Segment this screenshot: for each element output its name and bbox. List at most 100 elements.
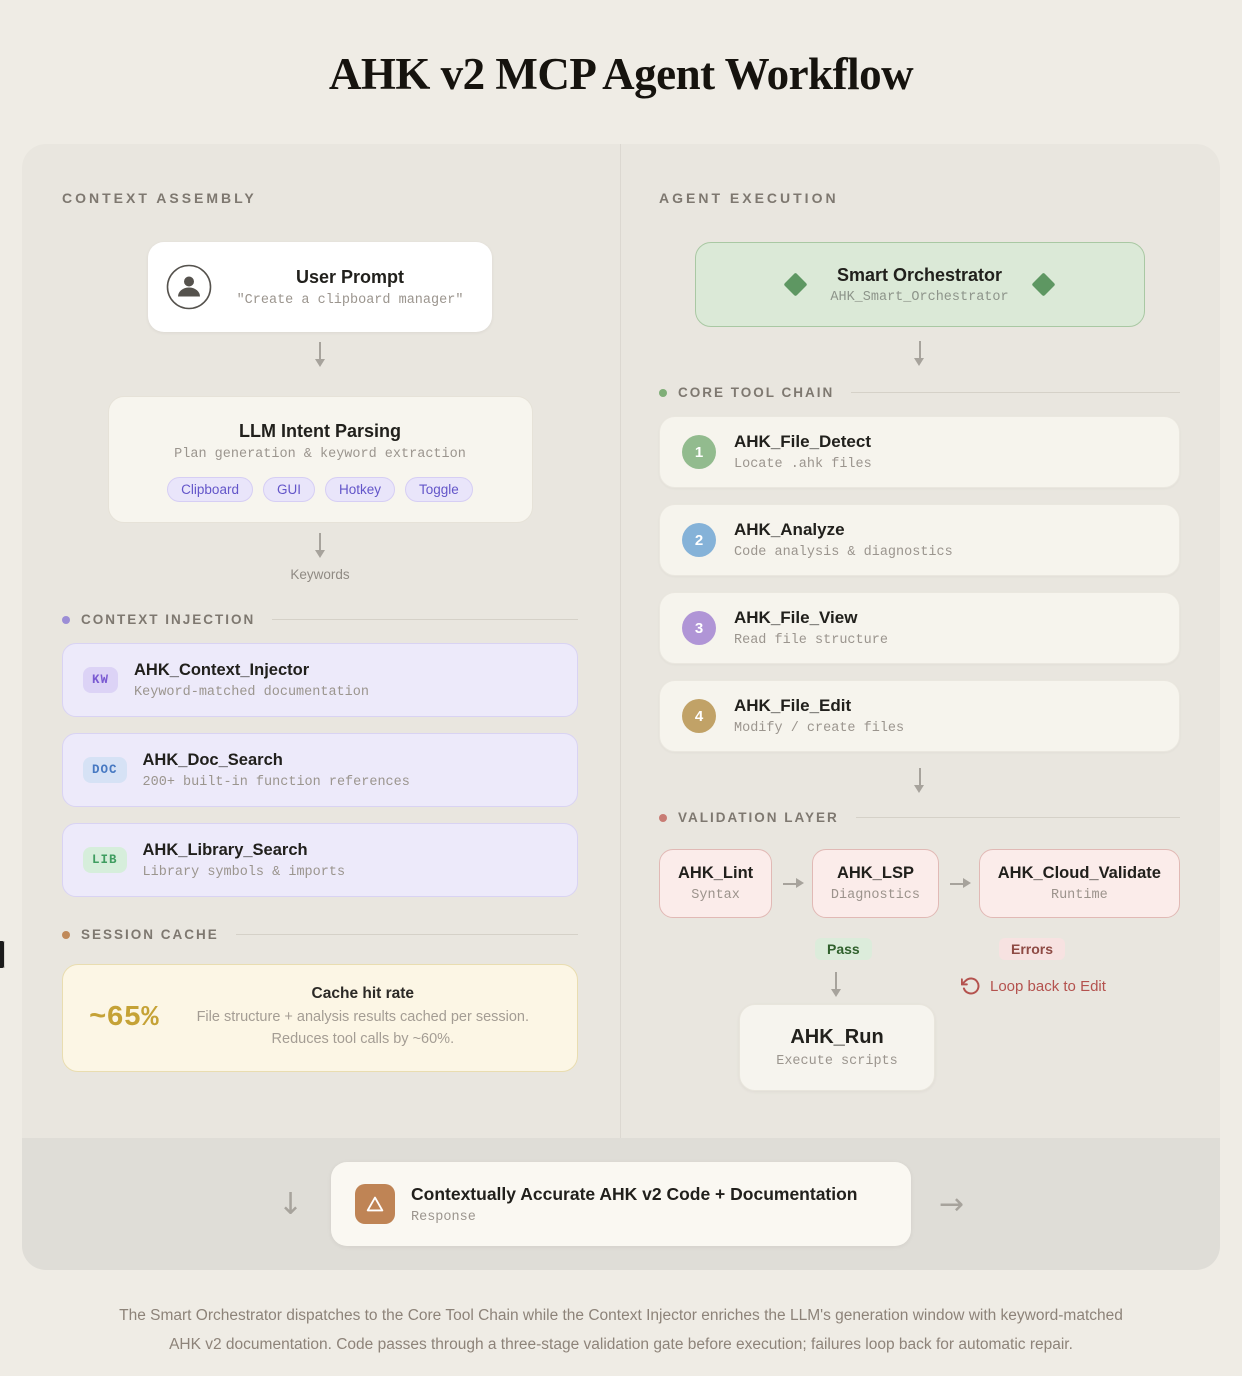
context-injector-card: KW AHK_Context_Injector Keyword-matched … <box>62 643 578 717</box>
arrow-down-icon <box>314 342 325 367</box>
tool-subtitle: Locate .ahk files <box>734 457 872 472</box>
section-dot-icon <box>659 813 667 822</box>
section-rule <box>855 817 1180 818</box>
tool-subtitle: Keyword-matched documentation <box>134 684 369 700</box>
diamond-icon <box>1031 272 1056 297</box>
agent-execution-column: AGENT EXECUTION Smart Orchestrator AHK_S… <box>621 144 1220 1138</box>
tool-subtitle: Code analysis & diagnostics <box>734 545 953 560</box>
section-label: SESSION CACHE <box>81 927 219 942</box>
output-banner: ↓ Contextually Accurate AHK v2 Code + Do… <box>22 1138 1220 1270</box>
tool-title: AHK_Cloud_Validate <box>997 864 1161 882</box>
tool-title: AHK_Analyze <box>734 520 845 539</box>
smart-orchestrator-card: Smart Orchestrator AHK_Smart_Orchestrato… <box>694 242 1145 327</box>
tool-subtitle: Execute scripts <box>776 1054 898 1069</box>
column-header-agent-execution: AGENT EXECUTION <box>659 190 839 206</box>
lsp-card: AHK_LSP Diagnostics <box>811 849 940 918</box>
tool-title: AHK_Context_Injector <box>134 660 310 679</box>
section-rule <box>272 619 578 620</box>
keyword-pill: Hotkey <box>324 477 396 502</box>
tool-subtitle: Syntax <box>691 888 740 903</box>
llm-card-subtitle: Plan generation & keyword extraction <box>174 447 466 462</box>
lint-card: AHK_Lint Syntax <box>659 849 773 918</box>
step-number-badge: 2 <box>682 523 716 557</box>
orchestrator-subtitle: AHK_Smart_Orchestrator <box>830 289 1009 305</box>
keyword-pill: Clipboard <box>167 477 253 502</box>
tool-title: AHK_Lint <box>678 864 754 882</box>
doc-badge: DOC <box>83 757 127 783</box>
lib-badge: LIB <box>83 847 127 873</box>
cache-line-2: Reduces tool calls by ~60%. <box>271 1030 455 1047</box>
user-prompt-card: User Prompt "Create a clipboard manager" <box>148 242 492 332</box>
section-dot-icon <box>62 930 70 939</box>
section-rule <box>235 934 578 935</box>
context-assembly-column: CONTEXT ASSEMBLY User Prompt "Create a c… <box>22 144 621 1138</box>
orchestrator-title: Smart Orchestrator <box>836 264 1003 285</box>
analyze-card: 2 AHK_Analyze Code analysis & diagnostic… <box>659 504 1180 576</box>
file-edit-card: 4 AHK_File_Edit Modify / create files <box>659 680 1180 752</box>
tool-title: AHK_LSP <box>836 864 914 882</box>
validation-row: AHK_Lint Syntax AHK_LSP Diagnostics AHK_… <box>659 849 1180 918</box>
response-card: Contextually Accurate AHK v2 Code + Docu… <box>331 1162 911 1246</box>
keyword-pill: Toggle <box>405 477 473 502</box>
keyword-pill-row: Clipboard GUI Hotkey Toggle <box>127 477 514 502</box>
tool-subtitle: 200+ built-in function references <box>142 774 410 790</box>
section-dot-icon <box>659 388 667 397</box>
diamond-icon <box>783 272 808 297</box>
run-card: AHK_Run Execute scripts <box>739 1004 935 1091</box>
session-cache-card: ~65% Cache hit rate File structure + ana… <box>62 964 578 1072</box>
tool-title: AHK_File_Detect <box>734 432 871 451</box>
tool-subtitle: Read file structure <box>734 633 888 648</box>
cache-line-1: File structure + analysis results cached… <box>196 1009 530 1025</box>
response-title: Contextually Accurate AHK v2 Code + Docu… <box>411 1183 858 1204</box>
validation-outcomes: Pass AHK_Run Execute scripts Errors Loop… <box>659 938 1180 1138</box>
arrow-right-icon: → <box>939 1186 965 1222</box>
errors-badge: Errors <box>999 938 1066 960</box>
rotate-ccw-icon <box>961 976 981 996</box>
footer-caption: The Smart Orchestrator dispatches to the… <box>119 1307 1123 1353</box>
step-number-badge: 4 <box>682 699 716 733</box>
keyword-pill: GUI <box>262 477 315 502</box>
library-search-card: LIB AHK_Library_Search Library symbols &… <box>62 823 578 897</box>
tool-subtitle: Library symbols & imports <box>142 864 346 880</box>
arrow-right-icon <box>783 878 805 888</box>
cache-hit-stat: ~65% <box>89 1001 159 1035</box>
screen-edge-artifact <box>0 941 5 968</box>
arrow-right-icon <box>949 878 971 888</box>
arrow-down-icon <box>314 533 325 558</box>
response-subtitle: Response <box>411 1209 476 1225</box>
arrow-down-icon: ↓ <box>277 1186 303 1222</box>
step-number-badge: 3 <box>682 611 716 645</box>
pass-badge: Pass <box>815 938 872 960</box>
section-label: CONTEXT INJECTION <box>81 612 256 627</box>
arrow-down-icon <box>914 341 924 366</box>
user-prompt-title: User Prompt <box>295 266 405 287</box>
cache-title: Cache hit rate <box>311 985 415 1002</box>
section-header-core-tool-chain: CORE TOOL CHAIN <box>659 385 1180 400</box>
keywords-label: Keywords <box>290 567 350 582</box>
section-label: VALIDATION LAYER <box>678 810 839 825</box>
llm-card-title: LLM Intent Parsing <box>239 421 401 441</box>
user-icon <box>166 264 212 310</box>
file-detect-card: 1 AHK_File_Detect Locate .ahk files <box>659 416 1180 488</box>
step-number-badge: 1 <box>682 435 716 469</box>
tool-subtitle: Runtime <box>1050 888 1108 903</box>
doc-search-card: DOC AHK_Doc_Search 200+ built-in functio… <box>62 733 578 807</box>
section-label: CORE TOOL CHAIN <box>678 385 835 400</box>
section-rule <box>851 392 1180 393</box>
tool-title: AHK_File_Edit <box>734 696 852 715</box>
delta-triangle-icon <box>355 1184 395 1224</box>
llm-intent-parsing-card: LLM Intent Parsing Plan generation & key… <box>107 396 533 523</box>
arrow-down-icon <box>830 972 841 997</box>
tool-title: AHK_Run <box>790 1026 884 1048</box>
section-header-validation-layer: VALIDATION LAYER <box>659 810 1180 825</box>
file-view-card: 3 AHK_File_View Read file structure <box>659 592 1180 664</box>
tool-subtitle: Diagnostics <box>830 888 921 903</box>
user-prompt-subtitle: "Create a clipboard manager" <box>236 292 464 308</box>
cloud-validate-card: AHK_Cloud_Validate Runtime <box>978 849 1180 918</box>
kw-badge: KW <box>83 667 119 693</box>
tool-subtitle: Modify / create files <box>734 721 905 736</box>
tool-title: AHK_Doc_Search <box>142 750 283 769</box>
tool-title: AHK_File_View <box>734 608 858 627</box>
page-title: AHK v2 MCP Agent Workflow <box>328 49 914 99</box>
section-dot-icon <box>62 615 70 624</box>
